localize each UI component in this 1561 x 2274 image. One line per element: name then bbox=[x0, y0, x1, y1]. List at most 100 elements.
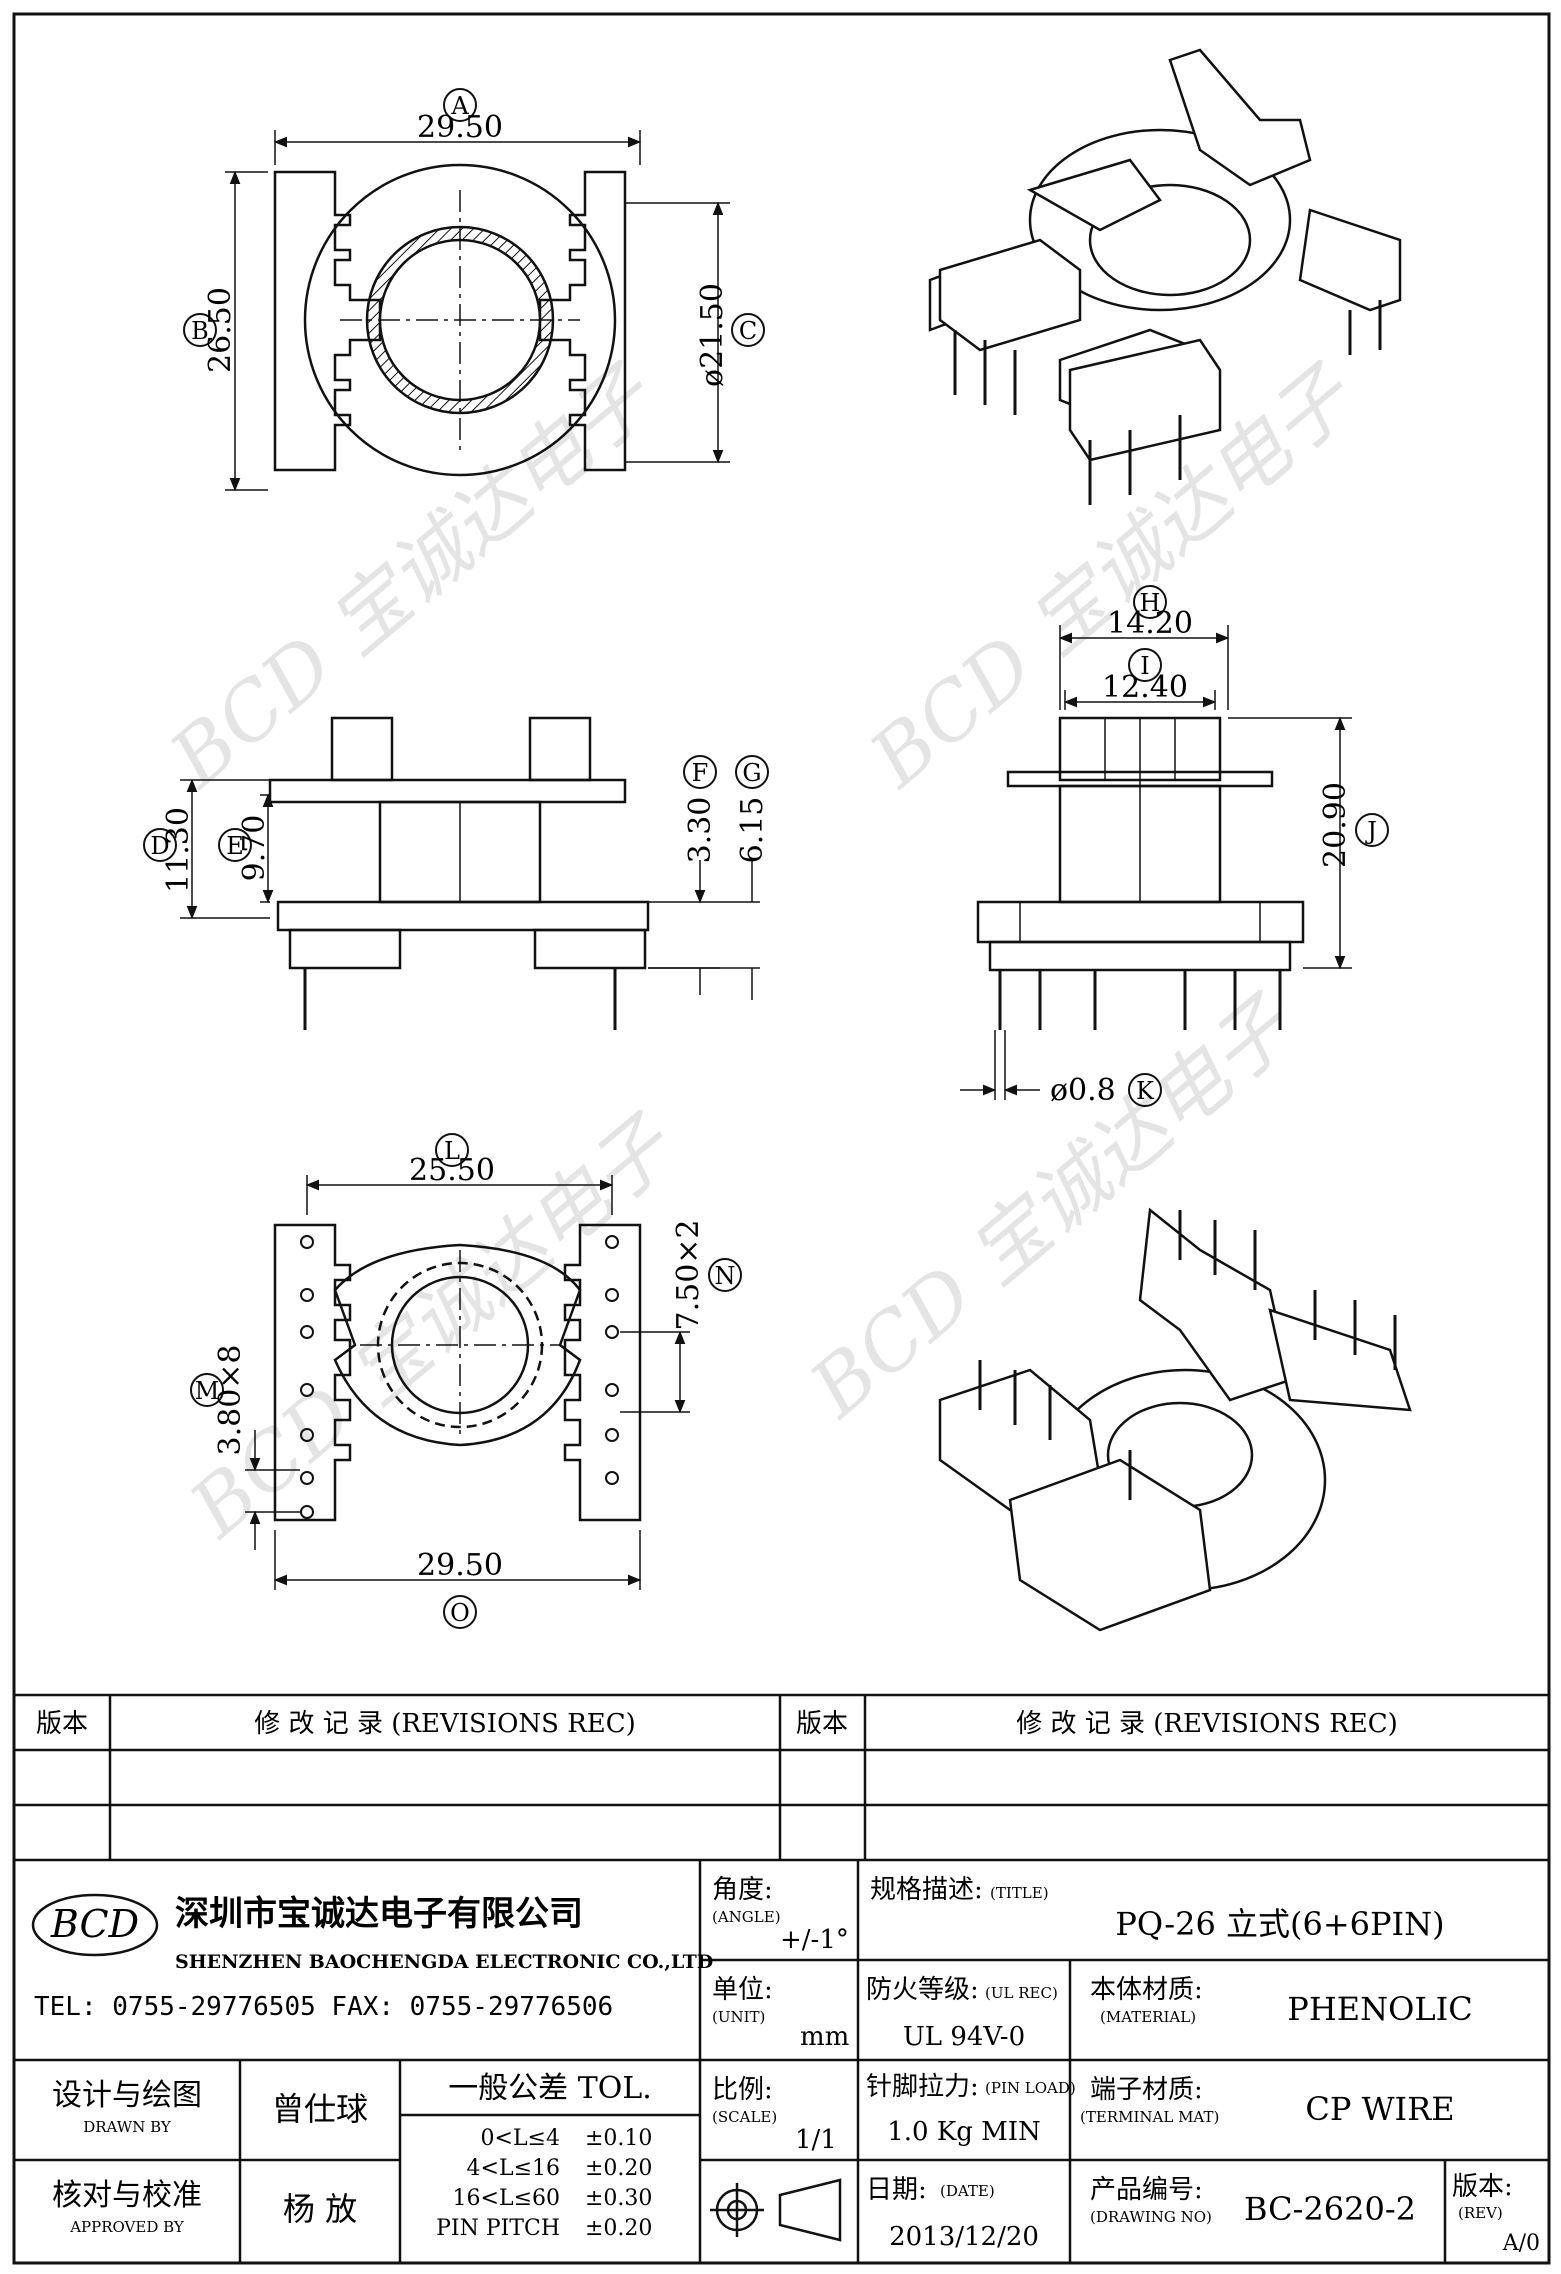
tol-range-4: PIN PITCH bbox=[436, 2216, 560, 2241]
rev-value: A/0 bbox=[1502, 2231, 1540, 2256]
company-logo: BCD bbox=[31, 1893, 159, 1957]
dim-a-letter: A bbox=[450, 92, 469, 120]
drawno-value: BC-2620-2 bbox=[1244, 2190, 1416, 2228]
unit-label: 单位: bbox=[712, 1975, 773, 2005]
dim-l-letter: L bbox=[444, 1137, 460, 1165]
pinload-en: (PIN LOAD) bbox=[985, 2079, 1076, 2097]
front-view bbox=[960, 625, 1352, 1100]
iso-view-bottom bbox=[938, 1207, 1412, 1632]
dim-j-value: 20.90 bbox=[1318, 782, 1353, 868]
dim-d-letter: D bbox=[150, 832, 169, 860]
watermark-1: BCD 宝诚达电子 bbox=[153, 349, 673, 805]
revisions-headers: 版本 修 改 记 录 (REVISIONS REC) 版本 修 改 记 录 (R… bbox=[36, 1709, 1398, 1739]
tol-value-2: ±0.20 bbox=[585, 2156, 652, 2181]
angle-label: 角度: bbox=[712, 1875, 773, 1905]
tol-range-1: 0<L≤4 bbox=[481, 2126, 560, 2151]
dim-n-letter: N bbox=[715, 1262, 736, 1290]
revisions-table bbox=[14, 1693, 1549, 1862]
dim-d-value: 11.30 bbox=[161, 807, 196, 893]
scale-label: 比例: bbox=[712, 2075, 773, 2105]
dim-n-value: 7.50×2 bbox=[671, 1219, 706, 1330]
terminal-en: (TERMINAL MAT) bbox=[1080, 2108, 1219, 2126]
scale-en: (SCALE) bbox=[712, 2108, 777, 2126]
dim-g-letter: G bbox=[742, 759, 761, 787]
design-en: DRAWN BY bbox=[83, 2118, 172, 2136]
approve-value: 杨 放 bbox=[283, 2190, 357, 2228]
dim-k-letter: K bbox=[1136, 1077, 1155, 1105]
terminal-label: 端子材质: bbox=[1090, 2075, 1203, 2105]
revision-col3-title: 版本 bbox=[796, 1709, 848, 1739]
dim-c-letter: C bbox=[739, 317, 757, 345]
approve-en: APPROVED BY bbox=[69, 2218, 185, 2236]
terminal-value: CP WIRE bbox=[1305, 2090, 1454, 2128]
unit-value: mm bbox=[800, 2022, 849, 2052]
revision-col2-title: 修 改 记 录 (REVISIONS REC) bbox=[254, 1709, 636, 1739]
dim-c-value: ø21.50 bbox=[695, 283, 730, 387]
rev-en: (REV) bbox=[1458, 2204, 1503, 2222]
pinload-label: 针脚拉力: bbox=[866, 2072, 979, 2102]
company-name-cn: 深圳市宝诚达电子有限公司 bbox=[175, 1894, 583, 1934]
side-view bbox=[180, 716, 760, 1030]
dim-h-value: 14.20 bbox=[1107, 606, 1193, 641]
material-en: (MATERIAL) bbox=[1100, 2008, 1196, 2026]
dim-e-value: 9.70 bbox=[237, 815, 272, 882]
dim-g-value: 6.15 bbox=[735, 797, 770, 864]
angle-en: (ANGLE) bbox=[712, 1908, 781, 1926]
dim-f-letter: F bbox=[692, 759, 709, 787]
dim-f-value: 3.30 bbox=[683, 797, 718, 864]
tol-range-2: 4<L≤16 bbox=[467, 2156, 560, 2181]
company-name-en: SHENZHEN BAOCHENGDA ELECTRONIC CO.,LTD bbox=[175, 1951, 713, 1973]
dim-m-value: 3.80×8 bbox=[213, 1344, 248, 1455]
title-label: 规格描述: bbox=[870, 1875, 983, 1905]
ul-en: (UL REC) bbox=[985, 1984, 1058, 2002]
title-block-text: BCD 深圳市宝诚达电子有限公司 SHENZHEN BAOCHENGDA ELE… bbox=[31, 1875, 1540, 2256]
dim-o-value: 29.50 bbox=[417, 1548, 503, 1583]
dim-m-letter: M bbox=[195, 1377, 220, 1405]
dim-i-letter: I bbox=[1140, 652, 1149, 680]
material-value: PHENOLIC bbox=[1287, 1990, 1472, 2028]
dim-e-letter: E bbox=[226, 832, 244, 860]
design-label: 设计与绘图 bbox=[52, 2078, 202, 2113]
iso-view-top bbox=[928, 48, 1402, 505]
logo-text: BCD bbox=[50, 1902, 139, 1946]
material-label: 本体材质: bbox=[1090, 1975, 1203, 2005]
dim-l-value: 25.50 bbox=[409, 1153, 495, 1188]
drawno-label: 产品编号: bbox=[1090, 2175, 1203, 2205]
tolerance-title: 一般公差 TOL. bbox=[448, 2071, 652, 2106]
tol-value-4: ±0.20 bbox=[585, 2216, 652, 2241]
approve-label: 核对与校准 bbox=[52, 2178, 202, 2213]
revision-col1-title: 版本 bbox=[36, 1709, 88, 1739]
top-view-labels: A 29.50 B 26.50 C ø21.50 bbox=[183, 88, 765, 387]
bottom-view-labels: L 25.50 M 3.80×8 N 7.50×2 29.50 O bbox=[190, 1133, 742, 1629]
dim-j-letter: J bbox=[1364, 817, 1377, 845]
date-label: 日期: bbox=[866, 2175, 927, 2205]
title-block-grid bbox=[14, 1860, 1549, 2263]
side-view-labels: D 11.30 E 9.70 F 3.30 G 6.15 bbox=[143, 755, 770, 893]
dim-b-value: 26.50 bbox=[203, 287, 238, 373]
dim-o-letter: O bbox=[450, 1599, 470, 1627]
rev-label: 版本: bbox=[1452, 2172, 1513, 2202]
projection-symbol bbox=[710, 2178, 842, 2242]
angle-value: +/-1° bbox=[780, 1925, 849, 1955]
ul-label: 防火等级: bbox=[866, 1975, 979, 2005]
tol-value-3: ±0.30 bbox=[585, 2186, 652, 2211]
drawno-en: (DRAWING NO) bbox=[1090, 2208, 1212, 2226]
pinload-value: 1.0 Kg MIN bbox=[887, 2117, 1041, 2147]
unit-en: (UNIT) bbox=[712, 2008, 765, 2026]
design-value: 曾仕球 bbox=[272, 2090, 368, 2128]
tol-value-1: ±0.10 bbox=[585, 2126, 652, 2151]
scale-value: 1/1 bbox=[795, 2125, 837, 2155]
bottom-view bbox=[245, 1175, 690, 1590]
date-en: (DATE) bbox=[940, 2182, 995, 2200]
dim-h-letter: H bbox=[1140, 589, 1161, 617]
dim-k-value: ø0.8 bbox=[1050, 1073, 1116, 1108]
top-view bbox=[225, 130, 730, 492]
title-value: PQ-26 立式(6+6PIN) bbox=[1115, 1905, 1444, 1943]
date-value: 2013/12/20 bbox=[889, 2222, 1039, 2252]
dim-a-value: 29.50 bbox=[417, 110, 503, 145]
ul-value: UL 94V-0 bbox=[903, 2022, 1025, 2052]
tol-range-3: 16<L≤60 bbox=[453, 2186, 560, 2211]
revision-col4-title: 修 改 记 录 (REVISIONS REC) bbox=[1016, 1709, 1398, 1739]
tel-fax: TEL: 0755-29776505 FAX: 0755-29776506 bbox=[34, 1992, 613, 2022]
